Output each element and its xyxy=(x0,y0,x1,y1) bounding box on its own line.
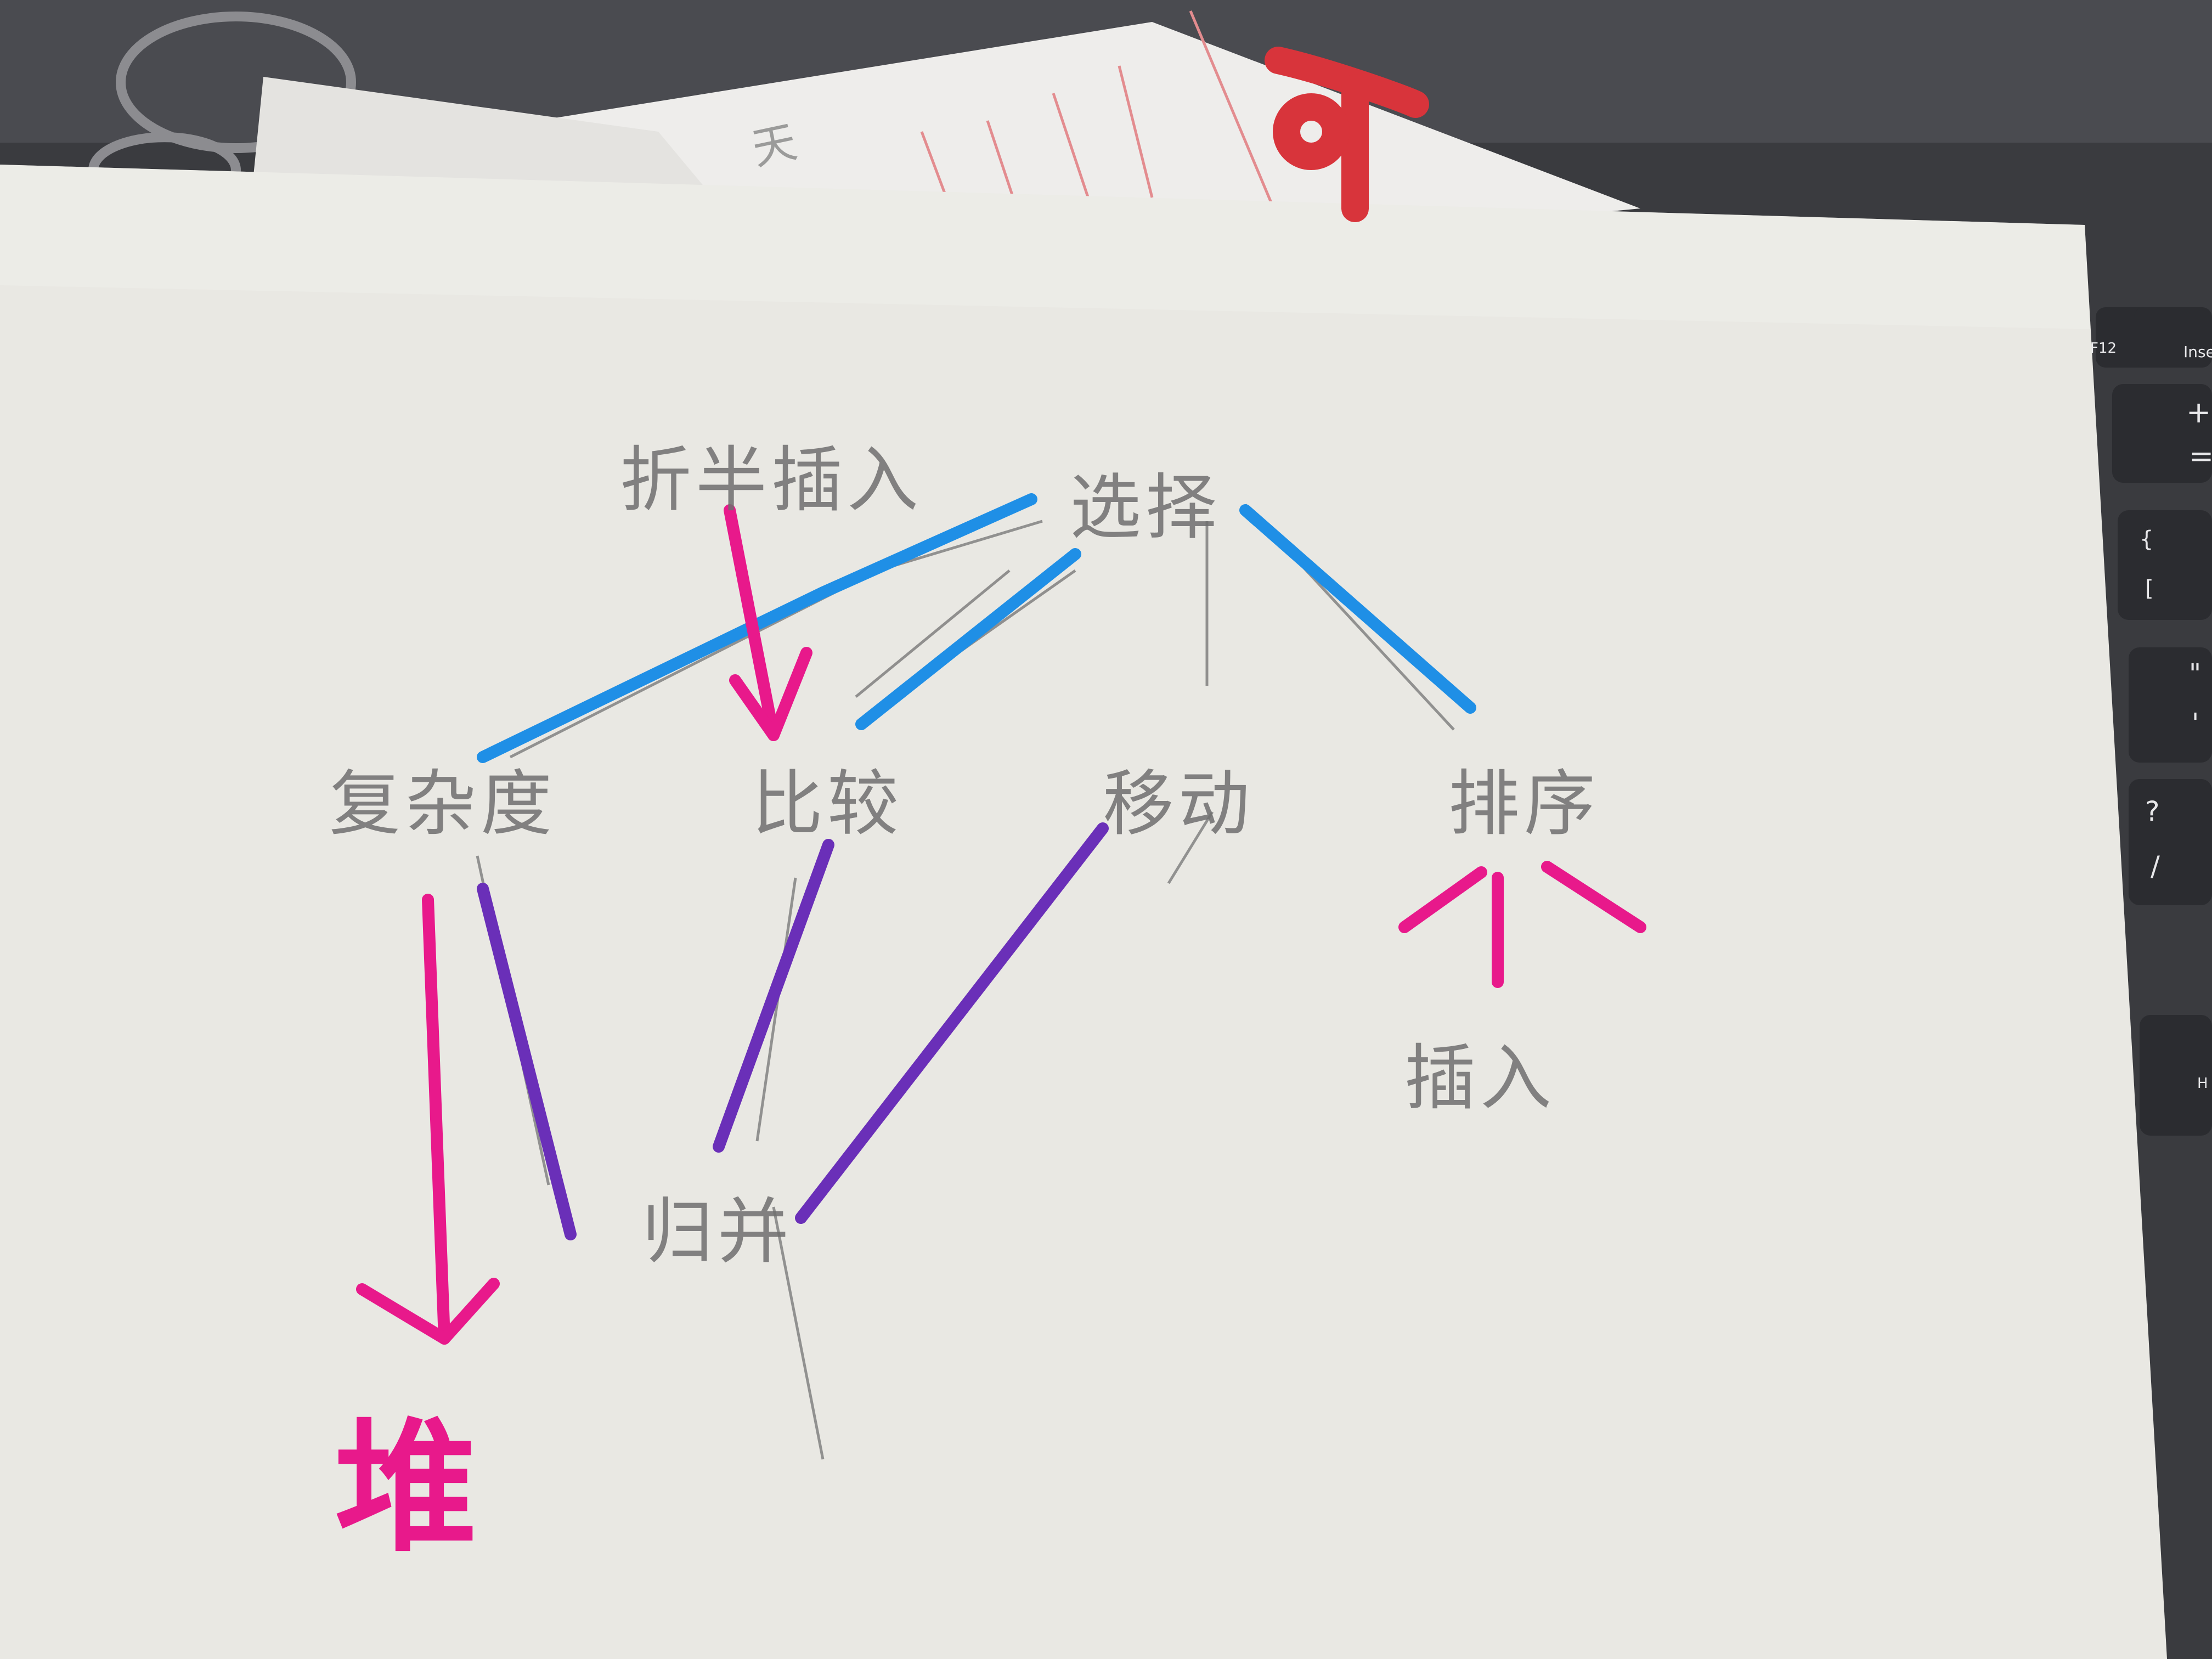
key-question: ? xyxy=(2145,795,2160,827)
key-h: H xyxy=(2197,1075,2208,1092)
label-movement: 移动 xyxy=(1103,762,1255,845)
label-complexity: 复杂度 xyxy=(329,762,557,845)
key-brace: { xyxy=(2140,527,2154,552)
key-bracket: [ xyxy=(2145,576,2154,601)
pink-arrowhead-sort-right xyxy=(1541,861,1646,933)
back-paper-sheet-left xyxy=(252,77,713,198)
main-paper-shade xyxy=(0,165,2090,329)
label-quick-sort: 折半插入 xyxy=(620,438,923,522)
pink-arrowhead-sort-left xyxy=(1398,866,1487,933)
purple-line-comparison-merge xyxy=(713,839,834,1153)
red-ink-stroke xyxy=(1265,47,1429,222)
key-quote: " xyxy=(2189,658,2202,689)
pencil-line-movement-tail xyxy=(1167,811,1214,884)
purple-line-movement-merge xyxy=(795,822,1109,1224)
label-sort: 排序 xyxy=(1448,762,1600,845)
blue-line-selection-comparison xyxy=(855,548,1081,730)
purple-line-complexity-merge xyxy=(477,883,577,1240)
pink-arrowhead-comparison xyxy=(729,647,812,741)
main-paper xyxy=(0,165,2167,1659)
key-f12: F12 xyxy=(2090,340,2117,357)
pink-arrow-complexity-to-heap xyxy=(422,894,450,1345)
keyboard-keys xyxy=(2096,307,2212,1136)
pencil-line-comparison-merge xyxy=(755,877,797,1142)
label-selection: 选择 xyxy=(1070,466,1222,549)
key-slash: / xyxy=(2151,850,2160,882)
label-heap: 堆 xyxy=(335,1406,482,1571)
pink-marker-arrows xyxy=(356,504,1646,1345)
key-insert: Inse xyxy=(2183,343,2212,361)
label-insertion: 插入 xyxy=(1404,1036,1556,1120)
label-merge: 归并 xyxy=(642,1190,794,1273)
pencil-line-merge-down xyxy=(772,1206,825,1460)
blue-marker-lines xyxy=(477,493,1476,763)
purple-marker-lines xyxy=(477,822,1109,1240)
key-apostrophe: ' xyxy=(2192,708,2199,738)
pink-arrow-quicksort-to-comparison xyxy=(724,504,780,741)
key-equals: = xyxy=(2189,439,2212,473)
pencil-line-selection-comparison-a xyxy=(855,569,1011,698)
blue-line-selection-sort xyxy=(1239,504,1476,714)
label-comparison: 比较 xyxy=(752,762,904,845)
pink-arrowhead-heap xyxy=(356,1278,500,1345)
blue-line-selection-complexity xyxy=(477,493,1037,763)
key-plus: + xyxy=(2186,395,2211,430)
